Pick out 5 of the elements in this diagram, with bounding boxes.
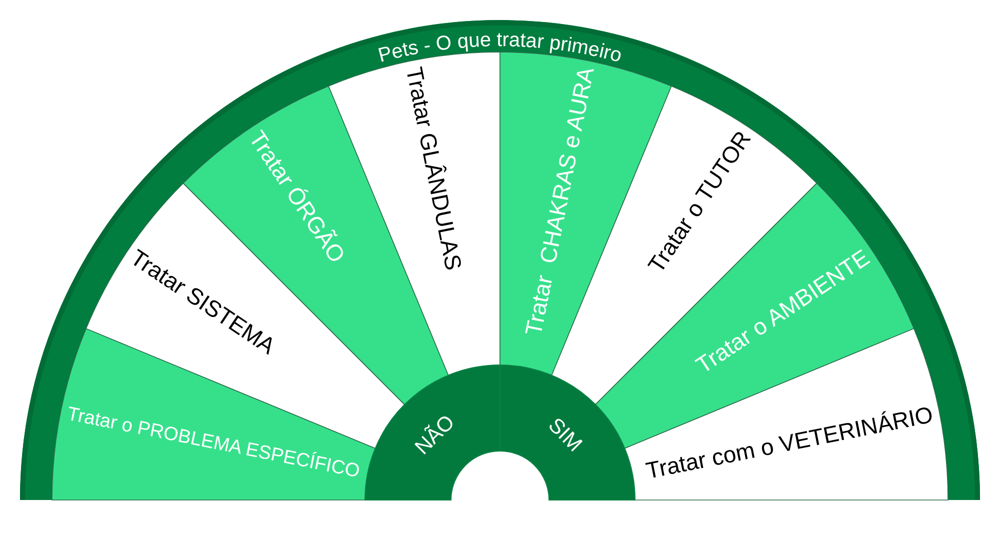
hub-half-segment [500,364,636,500]
hub-label: SIM [544,414,586,456]
hub-half-segment [364,364,500,500]
segment-label: Tratar CHAKRAS e AURA [520,64,599,338]
chart-title: Pets - O que tratar primeiro [376,29,624,68]
